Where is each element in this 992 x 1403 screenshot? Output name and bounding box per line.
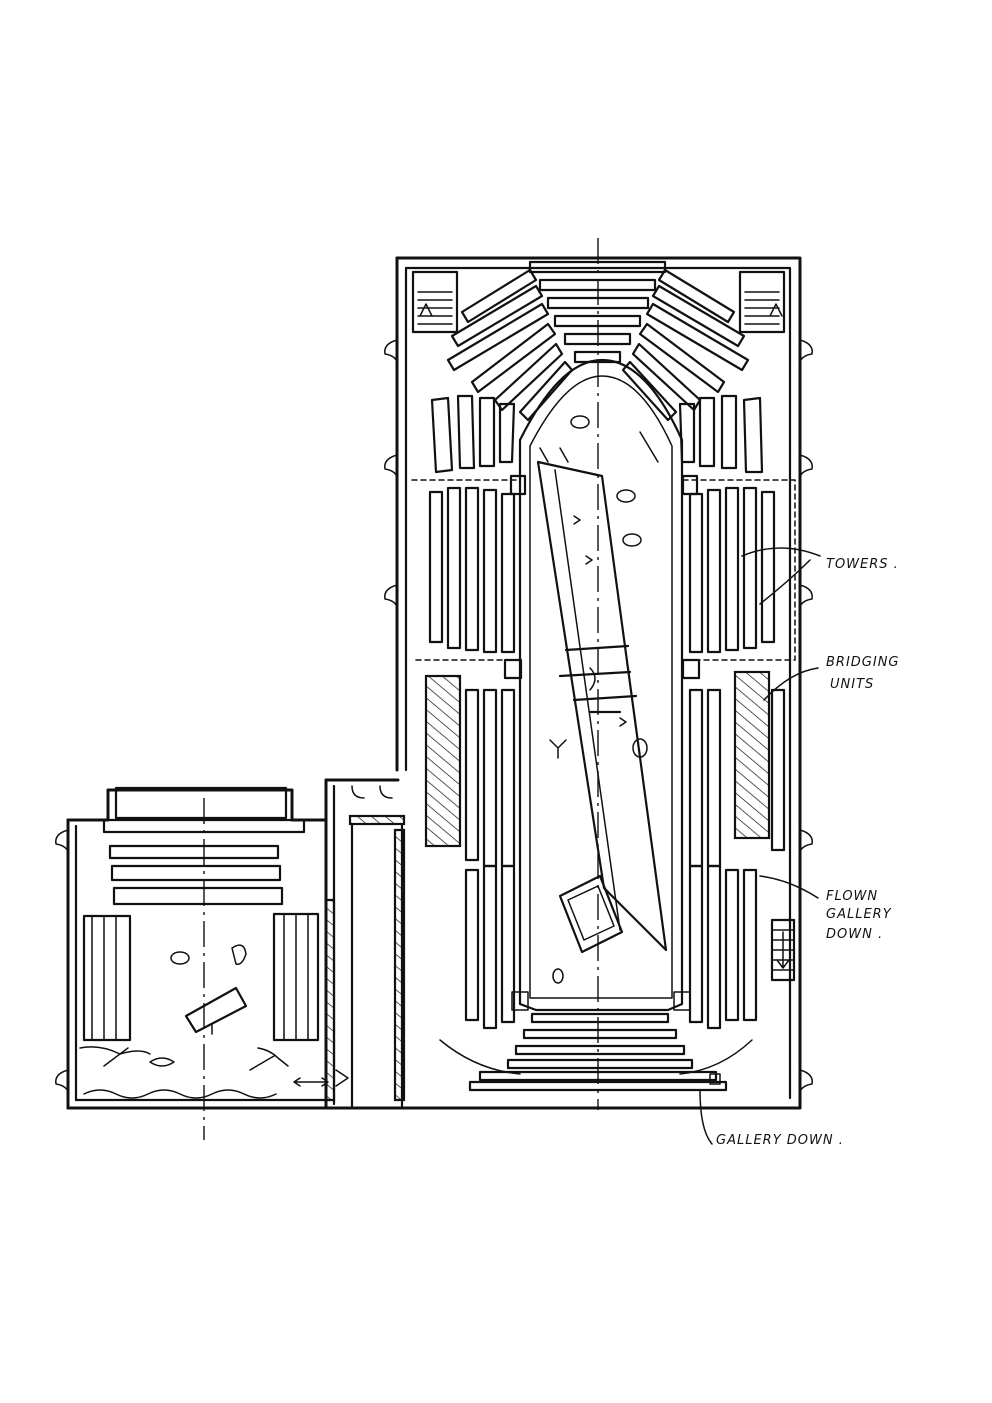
label-gallery-down: GALLERY DOWN . <box>716 1133 844 1148</box>
label-flown-gallery-line-1: FLOWN <box>826 889 878 904</box>
left-hall <box>55 786 430 1140</box>
label-bridging-units-line-1: BRIDGING <box>826 655 900 670</box>
main-hall <box>384 238 813 1110</box>
label-bridging-units-line-2: UNITS <box>830 677 874 692</box>
connector-corridor <box>293 778 406 1110</box>
leader-lines <box>699 547 821 1145</box>
label-towers: TOWERS . <box>826 557 899 572</box>
label-flown-gallery-line-2: GALLERY <box>826 907 892 922</box>
annotations: TOWERS . BRIDGING UNITS FLOWN GALLERY DO… <box>716 557 900 1148</box>
label-flown-gallery-line-3: DOWN . <box>826 927 883 942</box>
